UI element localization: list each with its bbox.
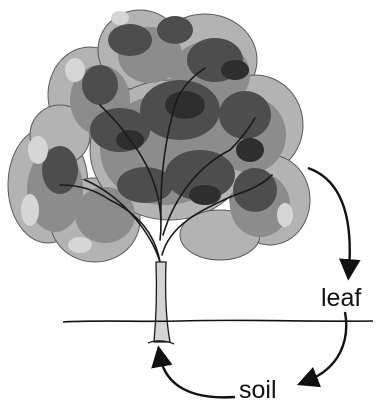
arrow-tree-to-leaf	[308, 168, 350, 270]
ground-line	[63, 320, 373, 322]
arrow-soil-to-tree	[160, 356, 235, 397]
tree-icon	[8, 10, 310, 344]
leaf-label: leaf	[321, 286, 361, 311]
tree-trunk	[154, 262, 170, 342]
arrow-leaf-to-soil	[307, 312, 346, 381]
soil-label: soil	[239, 378, 277, 403]
